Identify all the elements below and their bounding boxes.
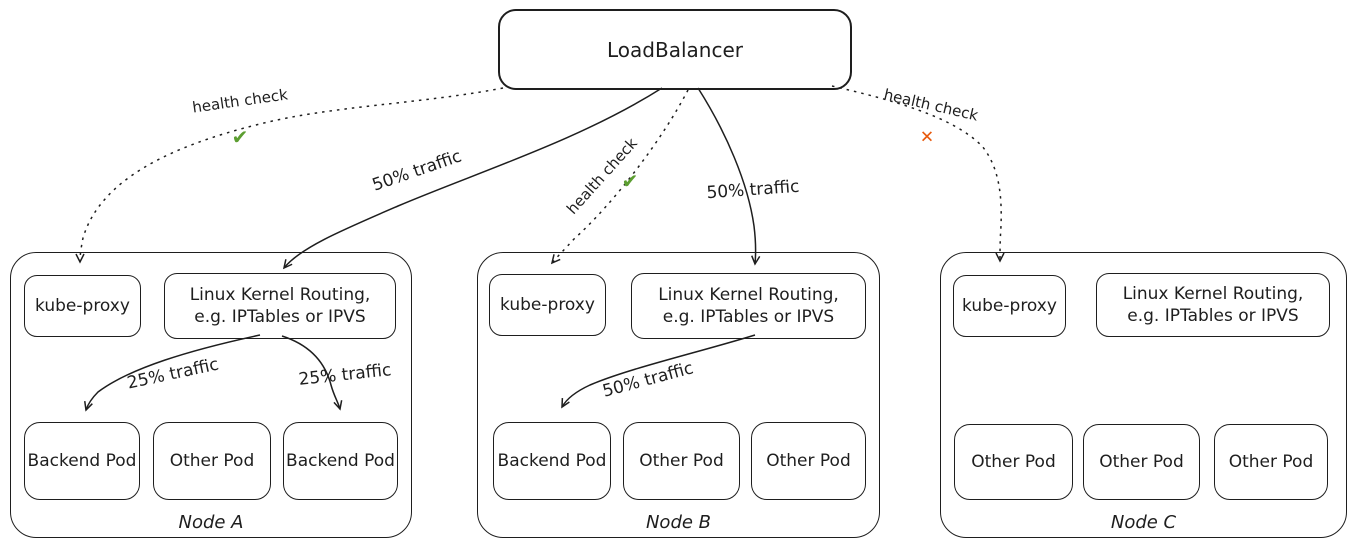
edge-traffic-lb-to-b: [697, 87, 761, 266]
load-balancer-box: LoadBalancer: [498, 9, 852, 90]
node-b: kube-proxy Linux Kernel Routing, e.g. IP…: [477, 252, 880, 538]
edge-label-health-check-c: health check: [882, 85, 980, 125]
node-c-routing-label: Linux Kernel Routing, e.g. IPTables or I…: [1123, 283, 1304, 327]
routing-line1: Linux Kernel Routing,: [658, 284, 839, 305]
node-a-pod-1: Backend Pod: [24, 422, 140, 500]
node-b-routing-label: Linux Kernel Routing, e.g. IPTables or I…: [658, 284, 839, 328]
node-c-routing-box: Linux Kernel Routing, e.g. IPTables or I…: [1096, 273, 1330, 337]
node-b-kube-proxy-box: kube-proxy: [489, 274, 606, 336]
edge-label-traffic-lb-a: 50% traffic: [369, 146, 465, 196]
routing-line2: e.g. IPTables or IPVS: [194, 307, 366, 327]
node-b-pod-2: Other Pod: [623, 422, 740, 500]
node-b-pod-1: Backend Pod: [493, 422, 611, 500]
edge-health-check-a: [75, 87, 504, 264]
health-ok-icon-node-a: ✔: [231, 125, 249, 149]
edge-label-traffic-lb-b: 50% traffic: [705, 176, 801, 204]
routing-line1: Linux Kernel Routing,: [1122, 283, 1304, 304]
health-fail-icon-node-c: ✕: [919, 127, 935, 148]
routing-line2: e.g. IPTables or IPVS: [662, 307, 835, 327]
node-c-label: Node C: [1110, 512, 1177, 533]
node-b-routing-box: Linux Kernel Routing, e.g. IPTables or I…: [631, 273, 866, 339]
edge-label-health-check-a: health check: [191, 85, 289, 117]
routing-line2: e.g. IPTables or IPVS: [1127, 306, 1299, 326]
node-a-pod-2: Other Pod: [153, 422, 271, 500]
node-c-kube-proxy-box: kube-proxy: [953, 275, 1066, 337]
node-a-label: Node A: [178, 512, 244, 533]
node-c-pod-2: Other Pod: [1083, 424, 1200, 500]
node-a-pod-3: Backend Pod: [283, 422, 398, 500]
node-b-pod-3: Other Pod: [751, 422, 866, 500]
edge-health-check-b: [550, 89, 689, 265]
node-a-routing-box: Linux Kernel Routing, e.g. IPTables or I…: [164, 273, 396, 339]
routing-line1: Linux Kernel Routing,: [189, 284, 371, 305]
node-c: kube-proxy Linux Kernel Routing, e.g. IP…: [940, 252, 1347, 538]
health-ok-icon-node-b: ✔: [621, 169, 639, 193]
node-b-label: Node B: [645, 512, 712, 533]
node-a-routing-label: Linux Kernel Routing, e.g. IPTables or I…: [190, 284, 371, 328]
node-c-pod-1: Other Pod: [954, 424, 1073, 500]
node-a: kube-proxy Linux Kernel Routing, e.g. IP…: [10, 252, 412, 538]
node-c-pod-3: Other Pod: [1214, 424, 1328, 500]
node-a-kube-proxy-box: kube-proxy: [24, 275, 141, 337]
